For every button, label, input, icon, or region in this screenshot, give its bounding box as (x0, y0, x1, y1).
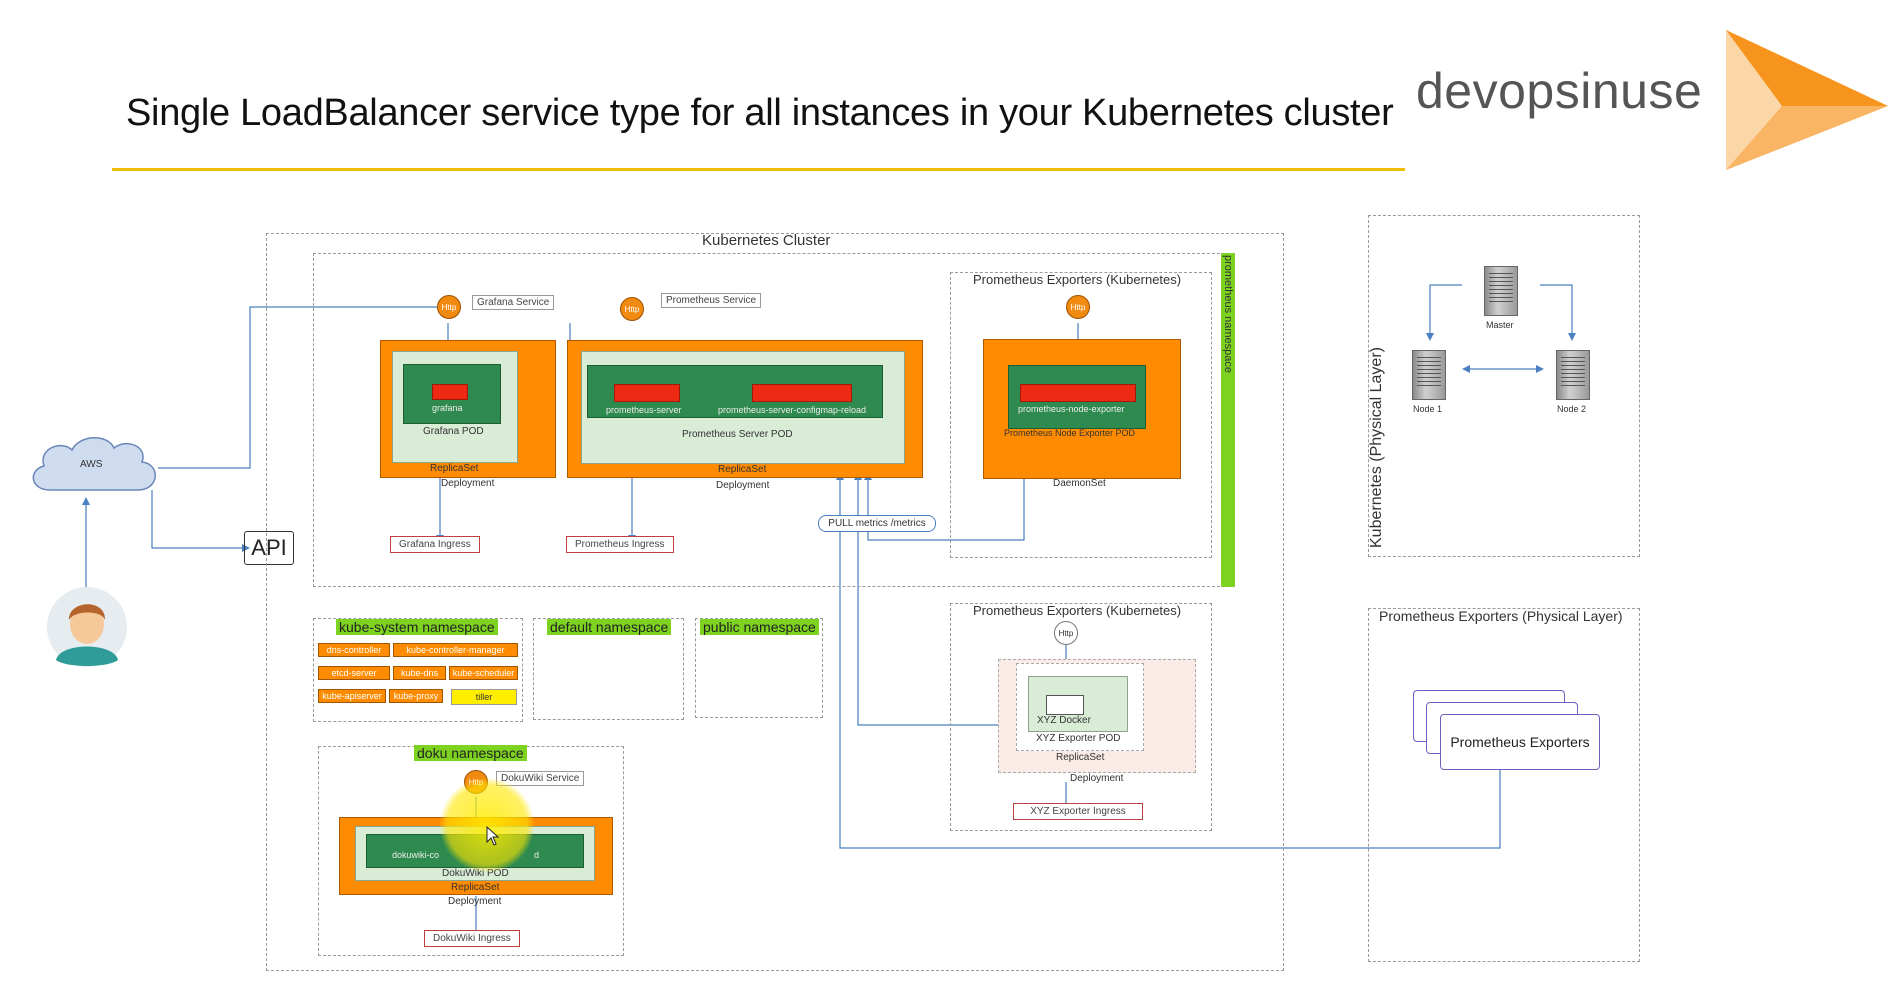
kube-dns-box: kube-dns (393, 666, 446, 680)
node-exporter-process (1020, 384, 1136, 402)
prometheus-http-icon: Http (620, 297, 644, 321)
physical-layer-label: Kubernetes (Physical Layer) (1368, 347, 1385, 548)
prometheus-service-label: Prometheus Service (661, 293, 762, 308)
prometheus-pod-label: Prometheus Server POD (682, 429, 793, 440)
xyz-docker-label: XYZ Docker (1037, 715, 1091, 726)
kube-system-label: kube-system namespace (336, 619, 498, 635)
grafana-container-label: grafana (432, 403, 463, 413)
exporters-k8s-2-frame (950, 603, 1212, 831)
default-namespace-label: default namespace (547, 619, 672, 635)
node1-label: Node 1 (1413, 404, 1443, 414)
prometheus-namespace-bar (1221, 253, 1235, 587)
default-namespace-frame (533, 618, 684, 720)
physical-exporters-frame (1368, 608, 1640, 962)
xyz-pod-label: XYZ Exporter POD (1036, 733, 1121, 744)
prometheus-exporters-card: Prometheus Exporters (1440, 714, 1600, 770)
kube-proxy-box: kube-proxy (389, 689, 443, 703)
node-exporter-pod-label: Prometheus Node Exporter POD (1004, 428, 1136, 438)
title-underline (112, 168, 1405, 171)
grafana-http-icon: Http (437, 295, 461, 319)
dokuwiki-ingress: DokuWiki Ingress (424, 930, 520, 947)
kube-controller-manager-box: kube-controller-manager (393, 643, 518, 657)
daemonset-label: DaemonSet (1053, 478, 1106, 489)
physical-layer-frame (1368, 215, 1640, 557)
xyz-deployment-label: Deployment (1070, 773, 1124, 784)
prometheus-deployment-label: Deployment (716, 480, 770, 491)
user-avatar-icon (47, 587, 127, 667)
aws-cloud-icon (32, 437, 156, 491)
node2-label: Node 2 (1557, 404, 1587, 414)
node2-server-icon (1556, 350, 1590, 400)
grafana-replicaset-label: ReplicaSet (430, 463, 479, 474)
api-box: API (244, 531, 294, 565)
prometheus-ingress: Prometheus Ingress (566, 536, 674, 553)
xyz-ingress: XYZ Exporter Ingress (1013, 803, 1143, 820)
node-exporter-http-icon: Http (1066, 295, 1090, 319)
node-exporter-container-label: prometheus-node-exporter (1018, 404, 1125, 414)
prometheus-replicaset-label: ReplicaSet (718, 464, 767, 475)
etcd-server-box: etcd-server (318, 666, 390, 680)
grafana-pod-label: Grafana POD (423, 426, 484, 437)
kube-apiserver-box: kube-apiserver (318, 689, 386, 703)
doku-namespace-label: doku namespace (414, 745, 527, 761)
dokuwiki-replicaset-label: ReplicaSet (451, 882, 500, 893)
tiller-box: tiller (451, 689, 517, 705)
master-label: Master (1486, 320, 1514, 330)
grafana-service-label: Grafana Service (472, 295, 555, 310)
dokuwiki-container-label-left: dokuwiki-co (392, 850, 440, 860)
grafana-deployment-label: Deployment (441, 478, 495, 489)
prometheus-server-label: prometheus-server (606, 405, 682, 415)
master-server-icon (1484, 266, 1518, 316)
dokuwiki-container-label-right: d (534, 850, 540, 860)
brand-logo-text: devopsinuse (1416, 63, 1703, 119)
prometheus-server-process (614, 384, 680, 402)
node1-server-icon (1412, 350, 1446, 400)
grafana-process (432, 384, 468, 400)
exporters-k8s-frame (950, 272, 1212, 558)
grafana-ingress: Grafana Ingress (390, 536, 480, 553)
brand-arrow-logo (1726, 30, 1888, 170)
cursor-highlight (440, 778, 534, 872)
aws-label: AWS (80, 459, 103, 470)
kube-scheduler-box: kube-scheduler (449, 666, 518, 680)
prometheus-namespace-label: prometheus namespace (1222, 255, 1234, 374)
xyz-http-icon: Http (1054, 621, 1078, 645)
dokuwiki-deployment-label: Deployment (448, 896, 502, 907)
kube-system-frame (313, 618, 523, 722)
configmap-reload-process (752, 384, 852, 402)
slide-title: Single LoadBalancer service type for all… (126, 92, 1394, 134)
configmap-reload-label: prometheus-server-configmap-reload (718, 405, 867, 415)
public-namespace-label: public namespace (700, 619, 819, 635)
dokuwiki-pod-label: DokuWiki POD (442, 868, 509, 879)
dns-controller-box: dns-controller (318, 643, 390, 657)
kubernetes-cluster-frame (266, 233, 1284, 971)
mouse-pointer-icon (486, 826, 500, 846)
pull-metrics-label: PULL metrics /metrics (818, 515, 936, 532)
kubernetes-cluster-label: Kubernetes Cluster (702, 232, 831, 249)
xyz-docker-box (1046, 695, 1084, 715)
public-namespace-frame (695, 618, 823, 718)
exporters-k8s-2-label: Prometheus Exporters (Kubernetes) (973, 603, 1182, 618)
xyz-replicaset-label: ReplicaSet (1056, 752, 1105, 763)
physical-exporters-label: Prometheus Exporters (Physical Layer) (1379, 608, 1623, 624)
exporters-k8s-label: Prometheus Exporters (Kubernetes) (973, 272, 1182, 287)
